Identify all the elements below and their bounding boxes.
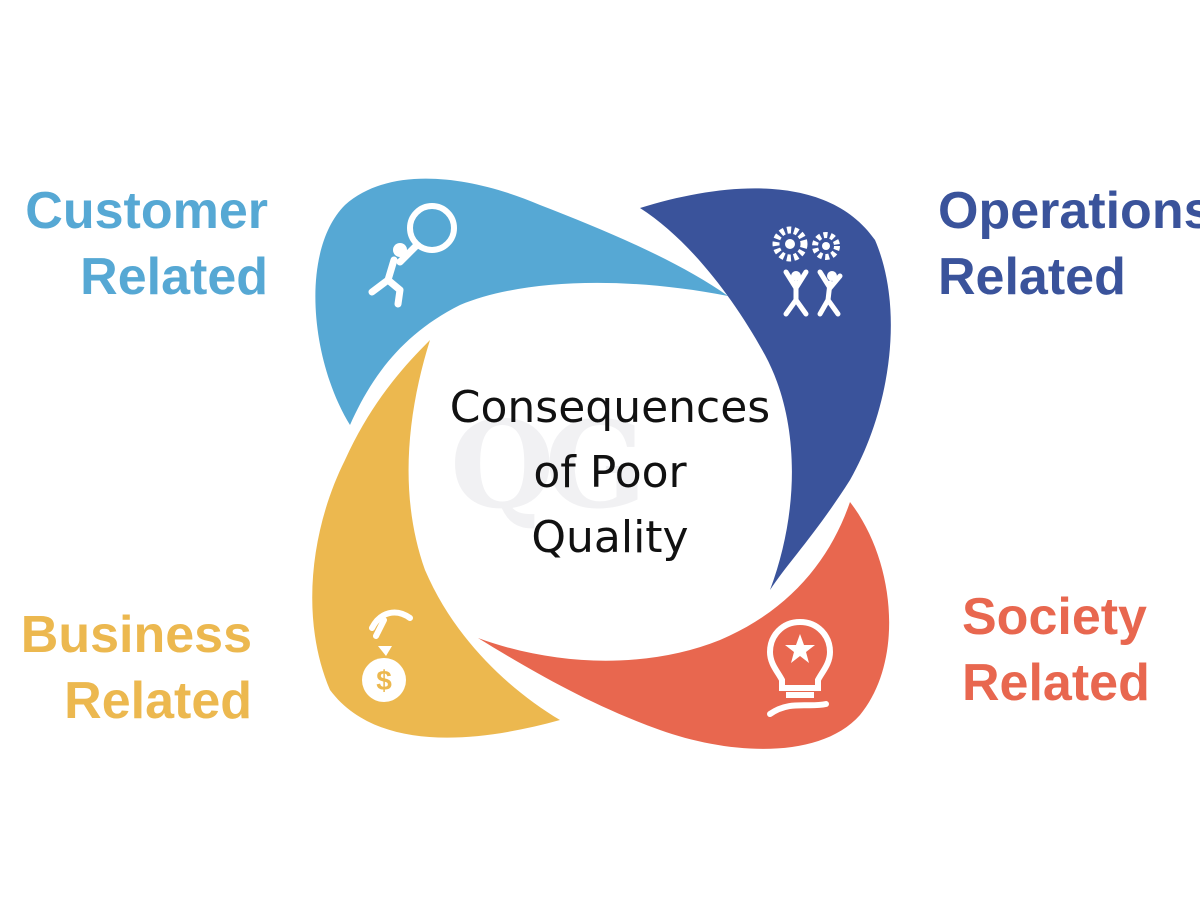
business-related-label: Business Related [0,602,252,734]
operations-label-line-1: Operations [938,182,1200,240]
center-title-line-1: Consequences [449,382,771,433]
customer-label-line-1: Customer [25,182,268,240]
center-title: Consequences of Poor Quality [410,375,810,570]
customer-related-label: Customer Related [0,178,268,310]
lightbulb-hand-icon [766,618,834,717]
operations-label-line-2: Related [938,248,1126,306]
business-label-line-1: Business [20,606,252,664]
business-label-line-2: Related [64,672,252,730]
magnifier-person-icon [368,203,457,308]
society-label-line-1: Society [962,588,1147,646]
operations-related-label: Operations Related [938,178,1200,310]
society-related-label: Society Related [962,584,1150,716]
svg-text:$: $ [376,665,392,696]
gears-people-icon [772,226,843,317]
society-label-line-2: Related [962,654,1150,712]
center-title-line-3: Quality [531,512,689,563]
center-title-line-2: of Poor [533,447,687,498]
customer-petal [315,178,728,425]
customer-label-line-2: Related [80,248,268,306]
watermark-logo: QG [450,395,647,536]
money-bag-hand-icon: $ [362,609,413,702]
